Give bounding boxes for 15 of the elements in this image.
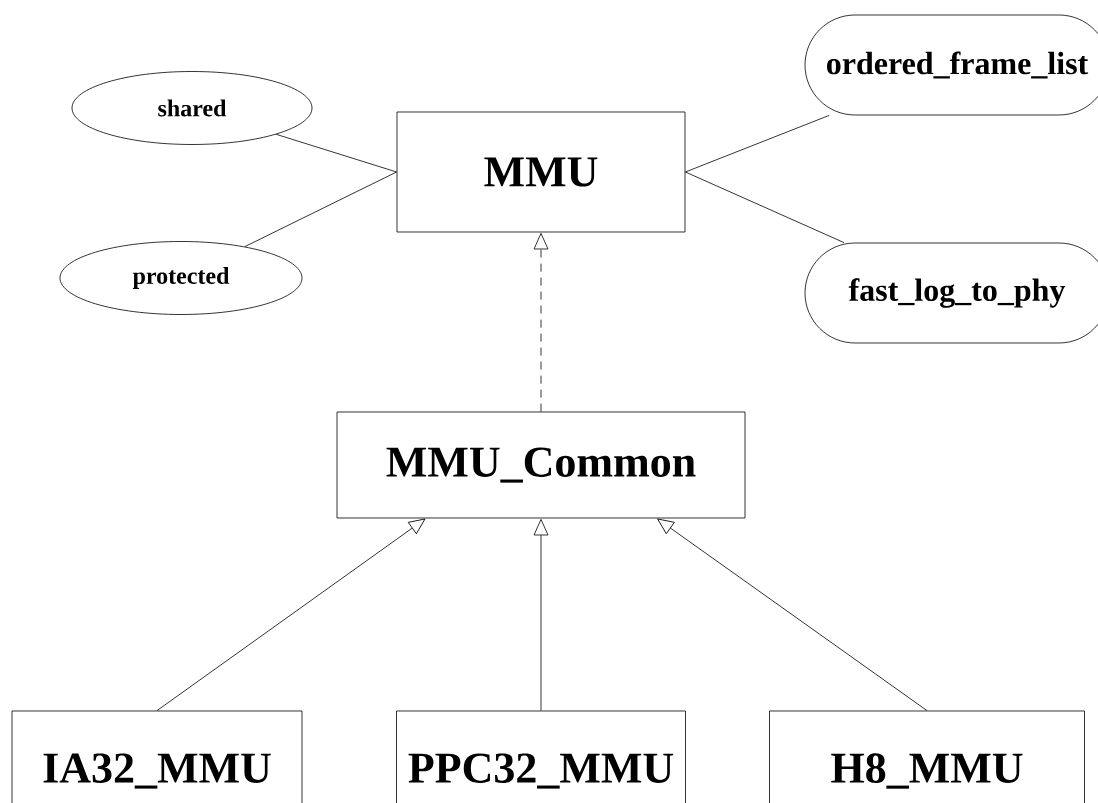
- class-box: MMU: [396, 111, 686, 233]
- class-box: MMU_Common: [336, 411, 746, 519]
- class-box: IA32_MMU: [11, 710, 303, 803]
- attribute-box: fast_log_to_phy: [804, 242, 1098, 344]
- connector-line: [685, 115, 830, 173]
- inheritance-arrow: [533, 233, 549, 412]
- connector-line: [275, 133, 397, 173]
- connector-line: [685, 171, 845, 243]
- inheritance-arrow: [533, 519, 549, 711]
- class-box: PPC32_MMU: [396, 710, 686, 803]
- attribute-box: ordered_frame_list: [804, 14, 1098, 116]
- class-box: H8_MMU: [769, 710, 1085, 803]
- inheritance-arrow: [657, 518, 928, 711]
- connector-line: [244, 171, 397, 247]
- inheritance-arrow: [156, 518, 426, 711]
